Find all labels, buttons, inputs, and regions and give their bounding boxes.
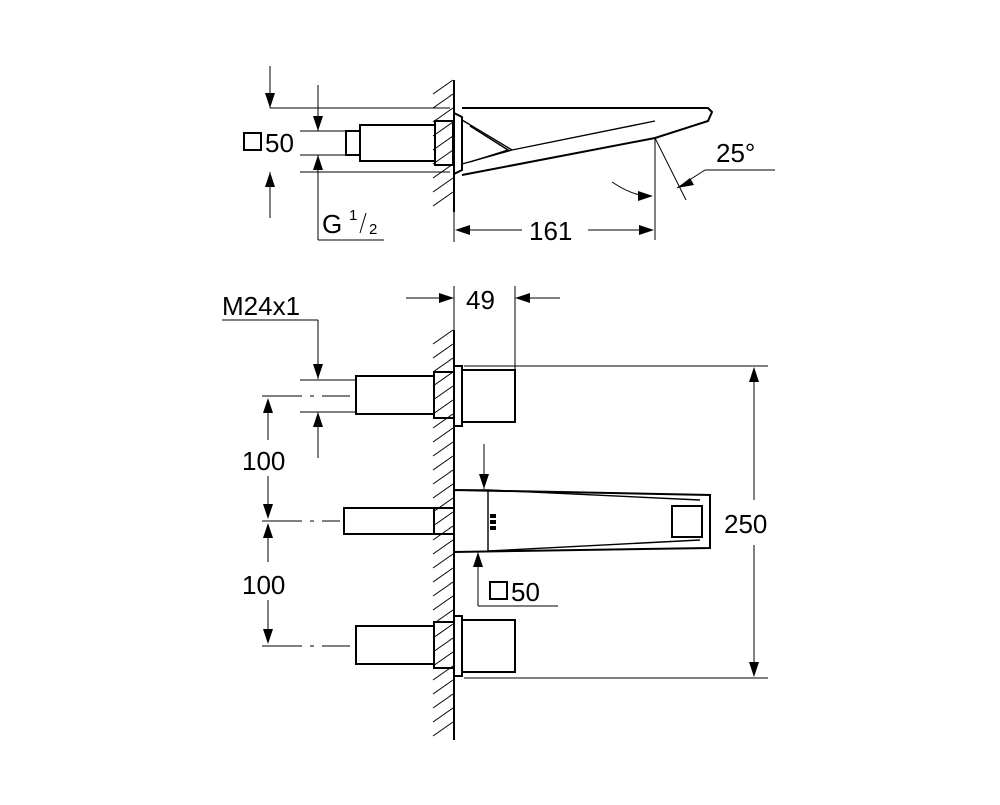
wall-hatch-line <box>432 177 454 193</box>
wall-hatch-line <box>432 79 454 95</box>
wall-hatch-top <box>432 79 454 207</box>
wall-hatch-line <box>432 121 454 137</box>
wall-hatch-line <box>432 707 454 723</box>
wall-hatch-line <box>432 163 454 179</box>
dim-angle: 25° <box>611 137 775 240</box>
wall-hatch-line <box>432 135 454 151</box>
wall-hatch-line <box>432 511 454 527</box>
wall-hatch-line <box>432 93 454 109</box>
front-view: M24x1 49 100 100 <box>222 285 768 740</box>
dim-depth: 49 <box>406 285 560 370</box>
wall-hatch-line <box>432 595 454 611</box>
wall-hatch-line <box>432 623 454 639</box>
wall-hatch-line <box>432 679 454 695</box>
wall-hatch-line <box>432 497 454 513</box>
dim-spacing: 100 100 <box>242 398 285 644</box>
thread-denominator: 2 <box>369 221 377 238</box>
wall-hatch-line <box>432 357 454 373</box>
wall-hatch-line <box>432 455 454 471</box>
wall-hatch-line <box>432 329 454 345</box>
thread-label: G <box>322 209 342 239</box>
wall-hatch-line <box>432 567 454 583</box>
dim-connector-thread: M24x1 <box>222 291 356 458</box>
wall-hatch-line <box>432 483 454 499</box>
pipe-connection-top <box>345 112 463 175</box>
spout-top <box>461 107 714 176</box>
spacing-lower-label: 100 <box>242 570 285 600</box>
wall-hatch-line <box>432 539 454 555</box>
square-size-label-front: 50 <box>511 577 540 607</box>
wall-hatch-line <box>432 413 454 429</box>
wall-hatch-line <box>432 721 454 737</box>
connector-thread-label: M24x1 <box>222 291 300 321</box>
wall-hatch-line <box>432 427 454 443</box>
square-size-label-top: 50 <box>265 128 294 158</box>
centerlines <box>262 395 350 647</box>
wall-hatch-front <box>432 329 454 737</box>
top-view: 50 G 1 2 25° <box>243 66 775 246</box>
wall-hatch-line <box>432 399 454 415</box>
wall-hatch-line <box>432 107 454 123</box>
depth-label: 49 <box>466 285 495 315</box>
angle-label: 25° <box>716 138 755 168</box>
thread-numerator: 1 <box>349 207 357 224</box>
dim-overall-height: 250 <box>464 365 768 679</box>
projection-label: 161 <box>529 216 572 246</box>
dim-thread: G 1 2 <box>313 155 384 241</box>
wall-hatch-line <box>432 693 454 709</box>
wall-hatch-line <box>432 149 454 165</box>
dim-square-top: 50 <box>243 66 450 218</box>
spout-front <box>453 488 711 554</box>
wall-hatch-line <box>432 371 454 387</box>
dim-projection: 161 <box>453 212 654 246</box>
wall-hatch-line <box>432 651 454 667</box>
wall-hatch-line <box>432 191 454 207</box>
wall-hatch-line <box>432 581 454 597</box>
valve-lower <box>355 615 516 677</box>
dim-square-front: 50 <box>473 444 558 607</box>
valve-upper <box>355 365 516 427</box>
spacing-upper-label: 100 <box>242 446 285 476</box>
overall-height-label: 250 <box>724 509 767 539</box>
wall-hatch-line <box>432 385 454 401</box>
wall-hatch-line <box>432 343 454 359</box>
wall-hatch-line <box>432 469 454 485</box>
wall-hatch-line <box>432 441 454 457</box>
aerator-icon <box>490 514 496 530</box>
wall-hatch-line <box>432 637 454 653</box>
wall-hatch-line <box>432 553 454 569</box>
